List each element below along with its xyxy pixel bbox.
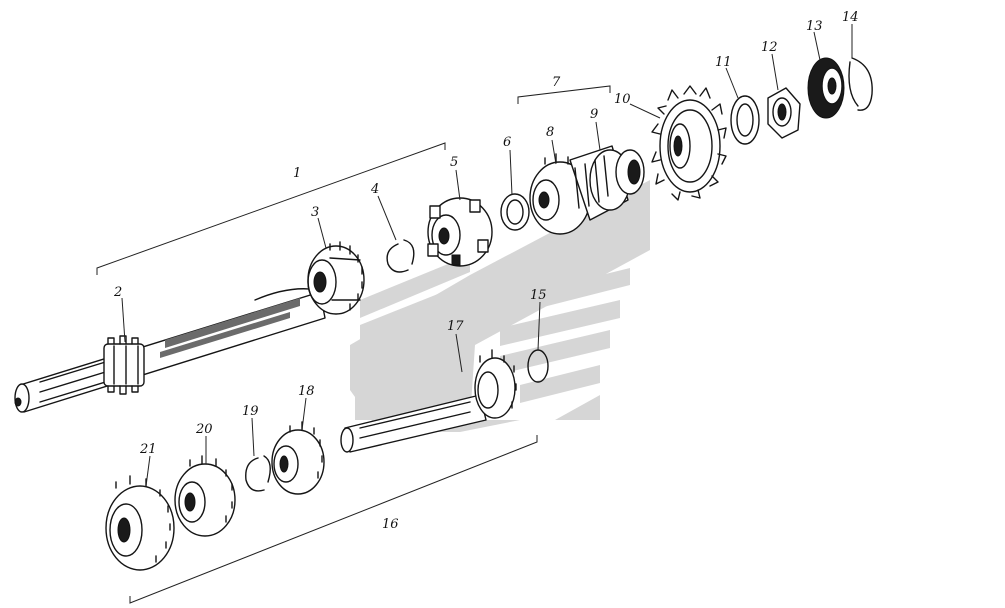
- callout-10: 10: [614, 92, 631, 107]
- callout-21: 21: [139, 442, 157, 457]
- shaft-gear: [103, 335, 145, 395]
- callout-6: 6: [503, 135, 511, 150]
- callout-8: 8: [546, 125, 554, 140]
- callout-15: 15: [530, 288, 547, 303]
- callout-16: 16: [382, 517, 399, 532]
- callout-11: 11: [715, 55, 732, 70]
- gear-cluster-8-9: [529, 145, 645, 235]
- callout-4: 4: [370, 182, 379, 197]
- bearing-13: [807, 57, 845, 119]
- gear-21: [105, 475, 175, 571]
- bracket-1: [96, 142, 446, 275]
- snap-ring-19: [245, 455, 271, 492]
- callout-20: 20: [195, 422, 213, 437]
- bracket-7: [517, 85, 611, 104]
- leader-lines: [121, 24, 853, 487]
- callout-5: 5: [450, 155, 458, 170]
- gear-5: [427, 197, 493, 267]
- callout-9: 9: [590, 107, 598, 122]
- callout-1: 1: [293, 166, 301, 181]
- layshaft-17: [340, 349, 517, 453]
- callout-18: 18: [298, 384, 315, 399]
- bracket-16: [129, 435, 538, 604]
- circlip-14: [848, 57, 873, 111]
- snap-ring-4: [386, 239, 415, 273]
- callout-12: 12: [761, 40, 778, 55]
- nut-12: [767, 87, 801, 139]
- callout-2: 2: [113, 285, 122, 300]
- callout-14: 14: [842, 10, 859, 25]
- callout-7: 7: [552, 75, 561, 90]
- gear-18: [271, 421, 325, 495]
- gear-20: [174, 455, 236, 537]
- main-shaft: [14, 288, 326, 413]
- callout-17: 17: [447, 319, 464, 334]
- gear-3: [307, 241, 365, 315]
- callout-13: 13: [806, 19, 823, 34]
- sprocket-10: [651, 85, 727, 201]
- callout-3: 3: [311, 205, 319, 220]
- washer-6: [500, 193, 530, 231]
- callout-19: 19: [242, 404, 259, 419]
- watermark-logo: [350, 180, 650, 432]
- washer-11: [730, 95, 760, 145]
- callout-labels: 1 2 3 4 5 6 7 8 9 10 11 12 13 14 15 16 1…: [113, 10, 859, 532]
